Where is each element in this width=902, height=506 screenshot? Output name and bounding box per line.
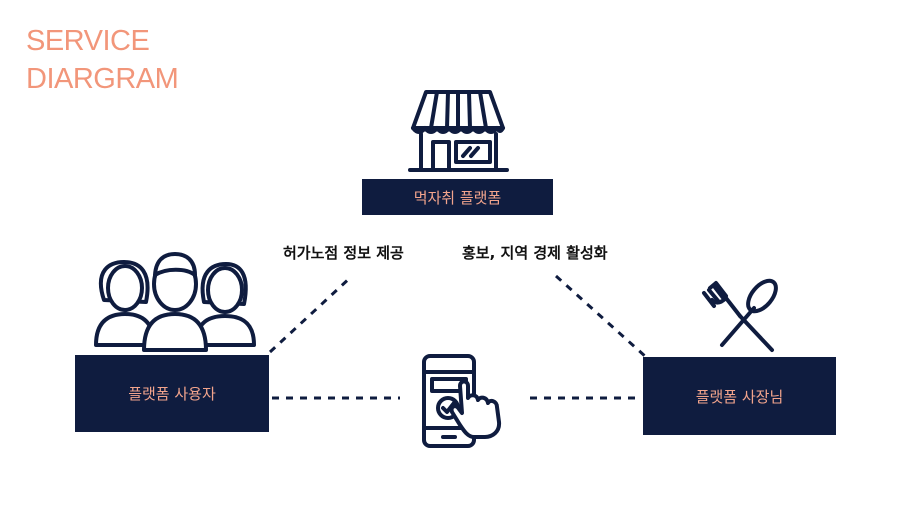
edge-label-promotion: 홍보, 지역 경제 활성화 (462, 244, 608, 262)
title-line-1: SERVICE (26, 25, 150, 57)
node-platform-label: 먹자취 플랫폼 (413, 188, 502, 207)
title-line-2: DIARGRAM (26, 63, 179, 95)
node-owner-label: 플랫폼 사장님 (695, 387, 784, 406)
edge-label-info: 허가노점 정보 제공 (283, 244, 404, 262)
node-user: 플랫폼 사용자 (75, 355, 269, 432)
diagram-title: SERVICE DIARGRAM (26, 22, 179, 98)
fork-knife-icon (702, 278, 778, 352)
users-icon (94, 252, 256, 352)
node-user-label: 플랫폼 사용자 (128, 385, 216, 403)
node-platform: 먹자취 플랫폼 (362, 179, 553, 215)
connector-platform-owner (554, 274, 648, 359)
phone-tap-icon (422, 354, 502, 448)
store-icon (408, 90, 509, 172)
connector-user-platform (268, 274, 354, 354)
node-owner: 플랫폼 사장님 (643, 357, 836, 435)
